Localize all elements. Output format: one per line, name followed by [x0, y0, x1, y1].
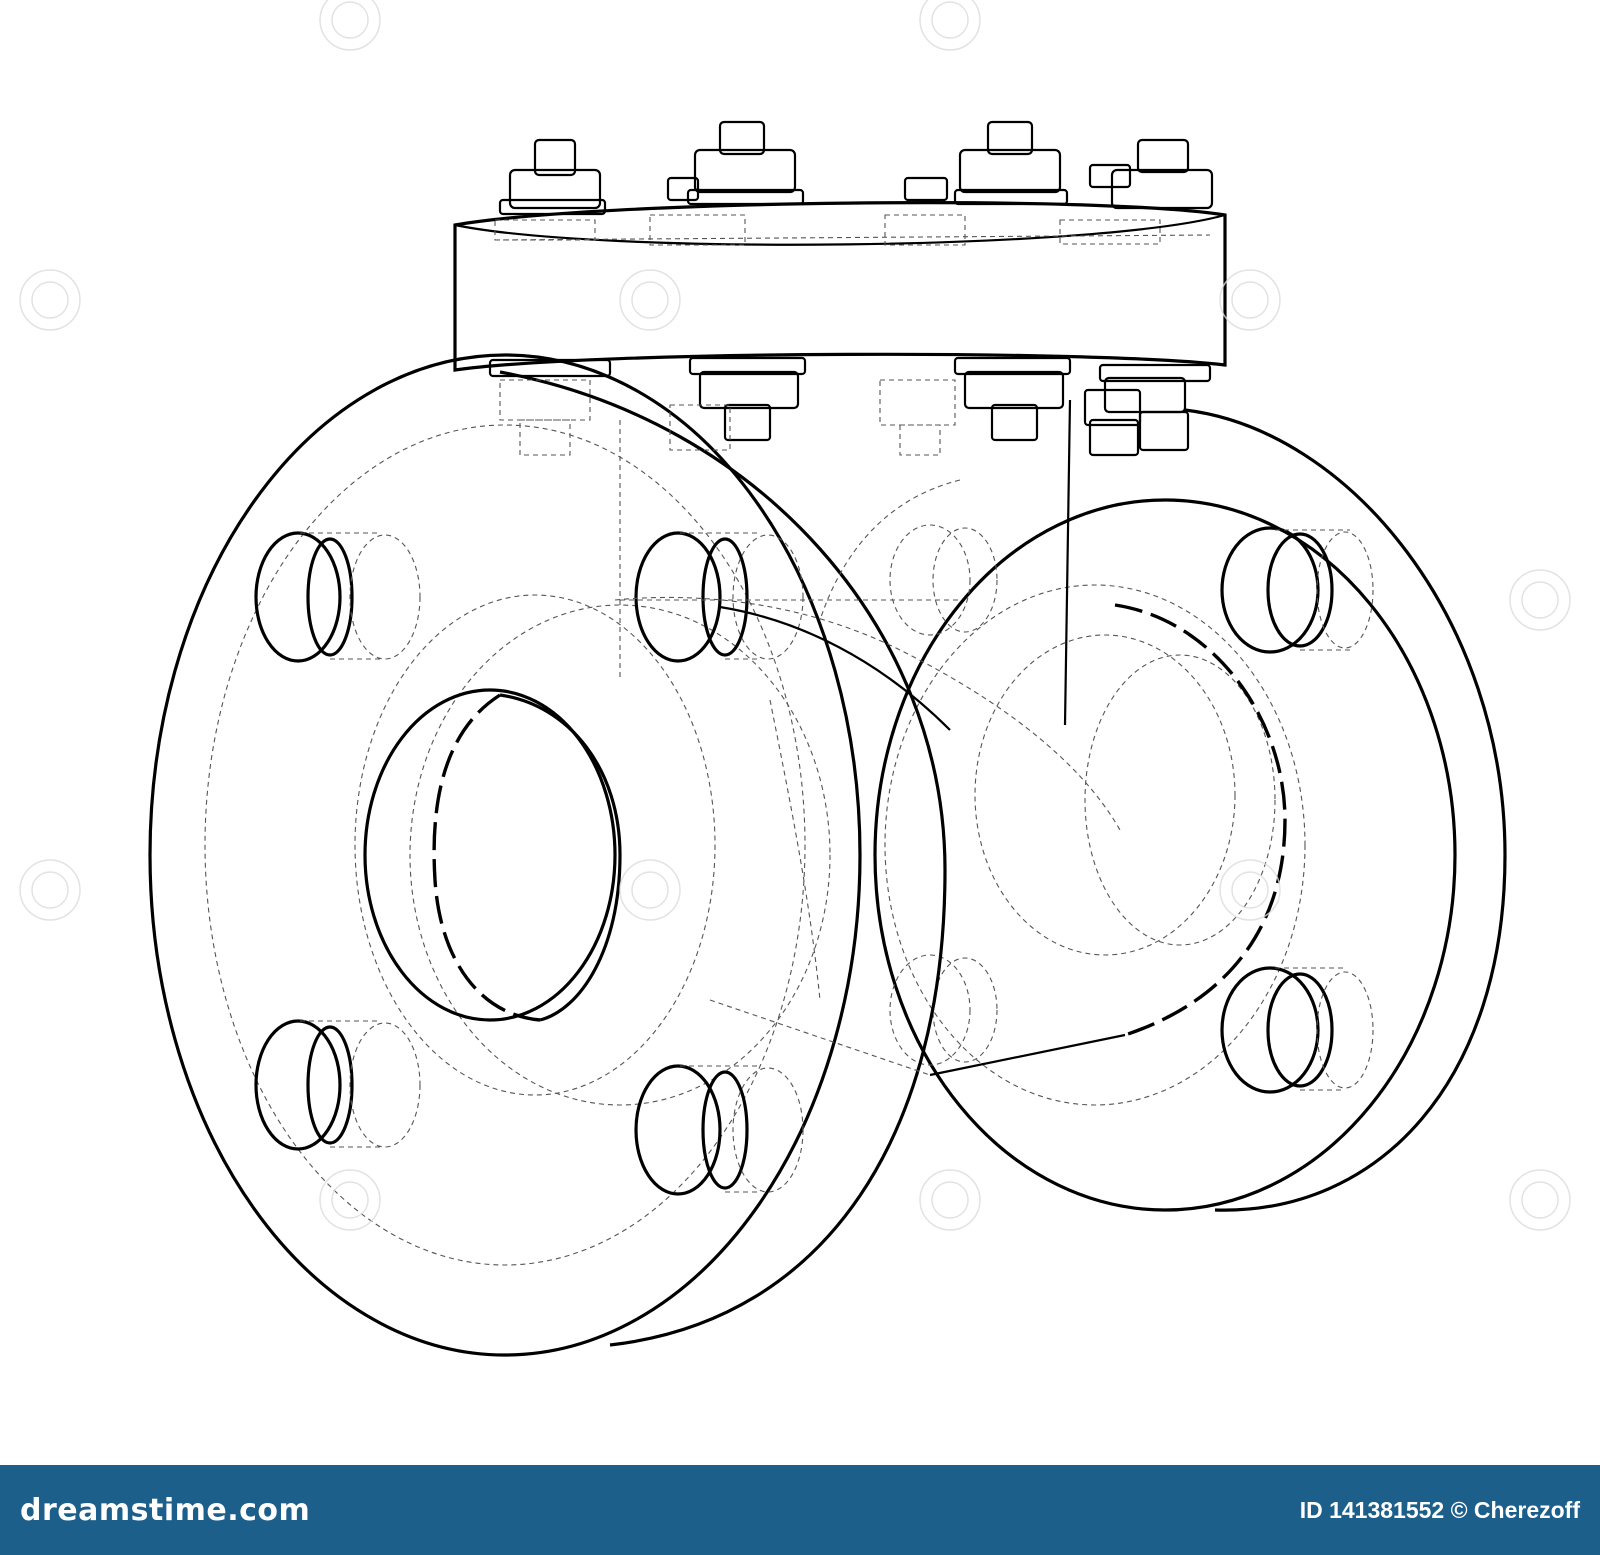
bonnet-cover — [453, 201, 1227, 726]
site-logo[interactable]: dreamstime.com — [20, 1492, 311, 1528]
bolt-set — [488, 120, 1214, 457]
rear-flange — [873, 408, 1507, 1212]
stock-footer-bar: dreamstime.com ID 141381552 © Cherezoff — [0, 1465, 1600, 1555]
front-flange — [148, 353, 1121, 1357]
image-credit: ID 141381552 © Cherezoff — [1299, 1496, 1580, 1523]
valve-wireframe-illustration — [148, 120, 1507, 1357]
